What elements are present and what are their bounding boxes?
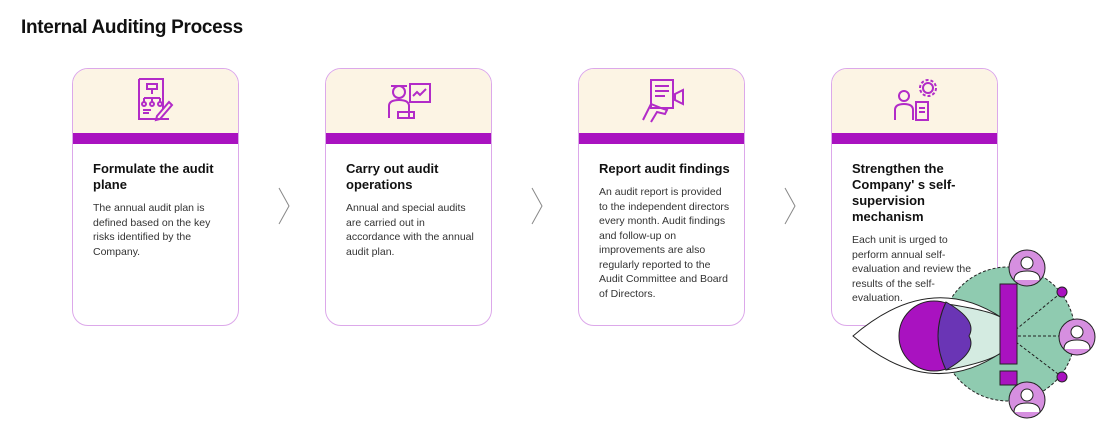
step-card-1: Formulate the audit plane The annual aud… (72, 68, 239, 326)
step-title: Carry out audit operations (346, 161, 439, 192)
person-icon (1008, 249, 1046, 287)
chevron-right-icon (784, 187, 796, 225)
person-icon (1058, 318, 1096, 356)
step-title: Formulate the audit plane (93, 161, 214, 192)
step-card-3: Report audit findings An audit report is… (578, 68, 745, 326)
person-icon (1008, 381, 1046, 419)
step-description: Each unit is urged to perform annual sel… (852, 234, 972, 304)
step-title: Strengthen the Company' s self-supervisi… (852, 161, 956, 224)
chevron-right-icon (278, 187, 290, 225)
self-supervision-icon (893, 79, 937, 121)
step-description: Annual and special audits are carried ou… (346, 202, 474, 258)
step-card-4: Strengthen the Company' s self-supervisi… (831, 68, 998, 326)
page-title: Internal Auditing Process (21, 17, 243, 38)
audit-plan-icon (137, 78, 173, 122)
chevron-right-icon (531, 187, 543, 225)
step-card-2: Carry out audit operations Annual and sp… (325, 68, 492, 326)
audit-operations-icon (387, 83, 431, 119)
report-icon (641, 79, 684, 123)
step-title: Report audit findings (599, 161, 730, 176)
step-description: An audit report is provided to the indep… (599, 186, 730, 300)
step-description: The annual audit plan is defined based o… (93, 202, 211, 258)
